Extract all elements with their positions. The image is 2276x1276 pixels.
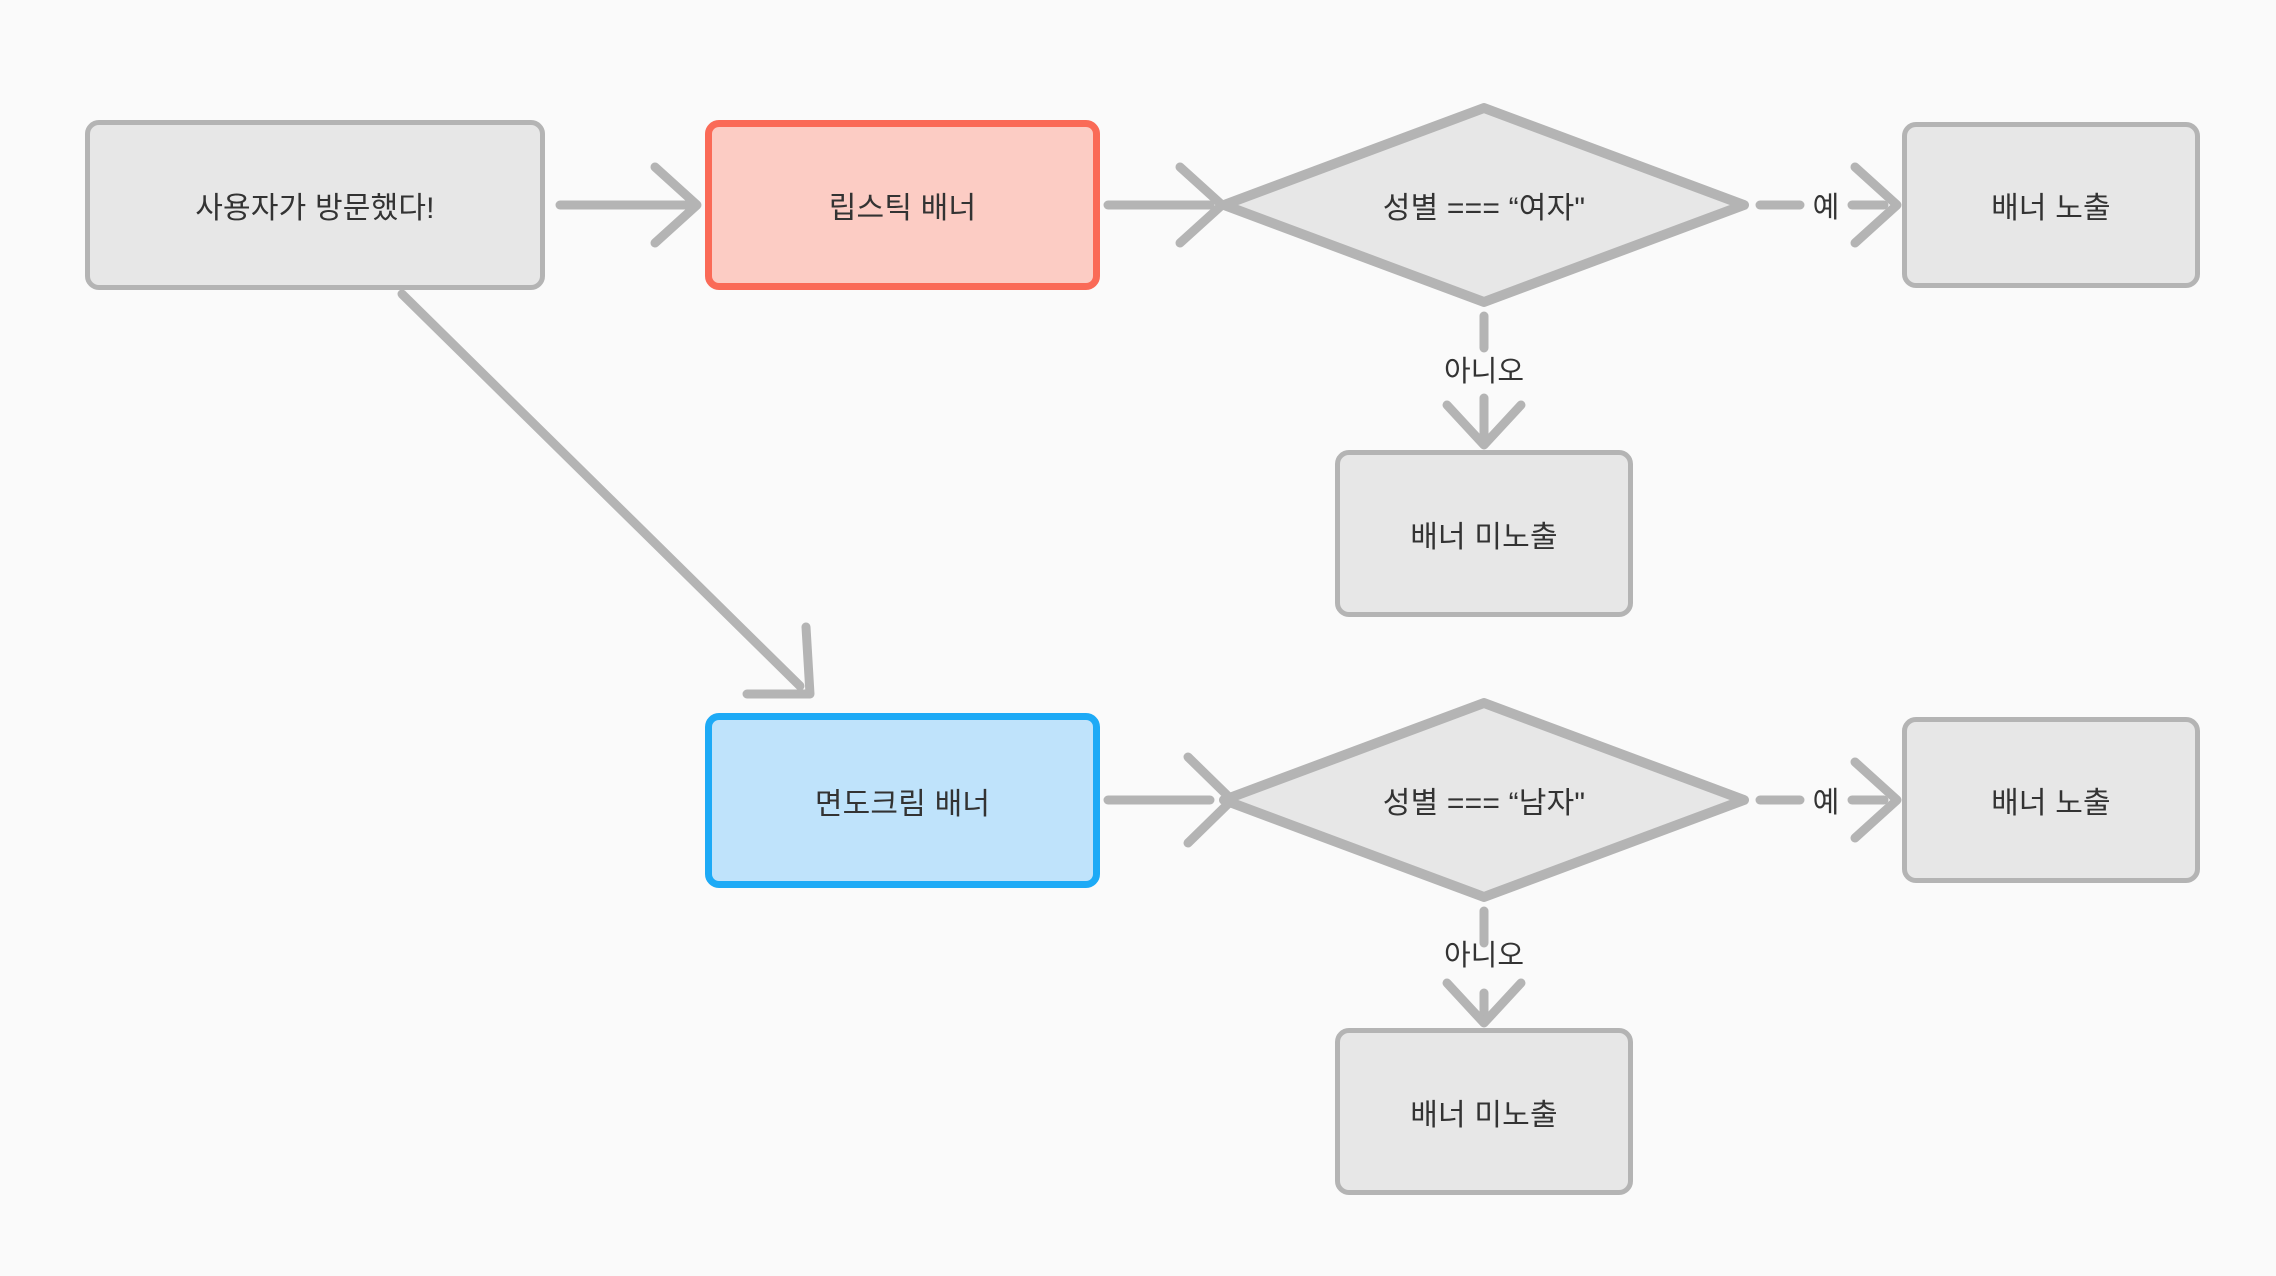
node-condition-male-label: 성별 === “남자" <box>1382 787 1586 820</box>
edge-label-female-no-text: 아니오 <box>1443 356 1525 388</box>
edge-label-female-yes-text: 예 <box>1812 192 1840 224</box>
node-hide-banner-female-label: 배너 미노출 <box>1410 520 1558 554</box>
node-condition-female-label: 성별 === “여자" <box>1382 192 1586 225</box>
edge-shavingcream-to-condition-male <box>1103 752 1237 848</box>
node-hide-banner-female[interactable]: 배너 미노출 <box>1335 450 1633 617</box>
edge-label-male-yes-text: 예 <box>1812 787 1840 819</box>
diamond-shape-female <box>1219 103 1749 307</box>
node-hide-banner-male-label: 배너 미노출 <box>1410 1098 1558 1132</box>
node-condition-female[interactable]: 성별 === “여자" <box>1218 102 1750 308</box>
edge-label-female-no: 아니오 <box>1409 348 1559 390</box>
node-show-banner-female-label: 배너 노출 <box>1991 192 2111 225</box>
node-show-banner-male[interactable]: 배너 노출 <box>1902 717 2200 883</box>
node-condition-male[interactable]: 성별 === “남자" <box>1218 697 1750 903</box>
node-show-banner-male-label: 배너 노출 <box>1991 787 2111 820</box>
diamond-shape-male <box>1219 698 1749 902</box>
edge-label-male-no-text: 아니오 <box>1443 940 1525 972</box>
node-lipstick-banner-label: 립스틱 배너 <box>828 192 977 225</box>
edge-label-female-yes: 예 <box>1800 184 1852 226</box>
node-hide-banner-male[interactable]: 배너 미노출 <box>1335 1028 1633 1195</box>
edge-label-male-yes: 예 <box>1800 779 1852 821</box>
node-lipstick-banner[interactable]: 립스틱 배너 <box>705 120 1100 290</box>
edge-start-to-lipstick <box>555 162 702 248</box>
edge-label-male-no: 아니오 <box>1409 932 1559 974</box>
edge-lipstick-to-condition-female <box>1103 162 1227 248</box>
node-shaving-cream-banner[interactable]: 면도크림 배너 <box>705 713 1100 888</box>
node-start[interactable]: 사용자가 방문했다! <box>85 120 545 290</box>
edge-start-to-shavingcream <box>397 289 815 699</box>
node-shaving-cream-banner-label: 면도크림 배너 <box>814 787 991 821</box>
node-show-banner-female[interactable]: 배너 노출 <box>1902 122 2200 288</box>
node-start-label: 사용자가 방문했다! <box>195 192 435 225</box>
